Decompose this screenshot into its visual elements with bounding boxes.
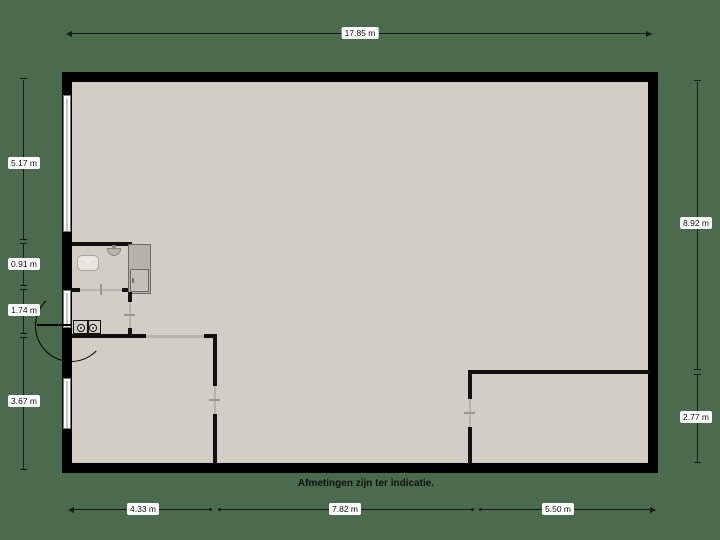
window-pane (66, 98, 68, 231)
dimension-label-left-3-67: 3.67 m (8, 395, 40, 407)
window-left-upper (63, 95, 71, 232)
outer-wall-top (62, 72, 658, 82)
bathroom-wall-bottom-right (122, 288, 132, 292)
lower-left-room-wall-right-upper (213, 334, 217, 386)
dimension-tick-bottom-3-left (479, 508, 482, 511)
dimension-tick-right-2-top (694, 374, 702, 376)
stove-burner (89, 324, 97, 332)
dimension-label-right-2-77: 2.77 m (680, 411, 712, 423)
doorway-corridor (146, 335, 204, 338)
outer-wall-bottom (62, 463, 658, 473)
lower-left-room-wall-top-right (204, 334, 217, 338)
bathroom-wall-top (72, 242, 132, 246)
dimension-label-bottom-4-33: 4.33 m (127, 503, 159, 515)
dimension-tick-right-1-bottom (694, 369, 702, 371)
hallway-wall-bottom (72, 334, 132, 338)
stove-divider (87, 321, 89, 335)
lower-right-room-wall-left-lower (468, 427, 472, 463)
dimension-tick-left-1-top (20, 78, 28, 80)
dimension-arrow-bottom-1-left (68, 506, 74, 513)
window-left-lower (63, 378, 71, 429)
dimension-tick-left-2-top (20, 243, 28, 245)
dimension-label-left-5-17: 5.17 m (8, 157, 40, 169)
dimension-label-bottom-7-82: 7.82 m (329, 503, 361, 515)
outer-wall-left (62, 72, 72, 473)
dimension-tick-right-1-top (694, 80, 702, 82)
dimension-label-top-width: 17.85 m (341, 27, 379, 39)
stove-burner (77, 324, 85, 332)
dimension-label-bottom-5-50: 5.50 m (542, 503, 574, 515)
bathtub (77, 255, 99, 271)
doorway-lower-left-tick (209, 399, 220, 401)
dimension-tick-left-3-bottom (20, 333, 28, 335)
entry-door-leaf (37, 324, 71, 326)
dimension-tick-left-4-top (20, 337, 28, 339)
dimension-tick-left-1-bottom (20, 239, 28, 241)
outer-wall-right (648, 72, 658, 473)
hallway-wall-right-lower (128, 328, 132, 337)
dimension-tick-left-3-top (20, 289, 28, 291)
doorway-lower-right-tick (464, 412, 475, 414)
dimension-arrow-top-right (646, 30, 652, 37)
dimension-tick-bottom-1-right (209, 508, 212, 511)
dimension-tick-left-2-bottom (20, 285, 28, 287)
lower-left-room-wall-top-left (132, 334, 146, 338)
doorway-bathroom-tick (100, 284, 102, 295)
floor-slab-main (68, 78, 652, 468)
window-pane (66, 381, 68, 428)
dimension-tick-right-2-bottom (694, 462, 702, 464)
dimension-label-right-8-92: 8.92 m (680, 217, 712, 229)
plan-note: Afmetingen zijn ter indicatie. (297, 478, 435, 489)
sink-tap (112, 245, 116, 248)
lower-left-room-wall-right-lower (213, 414, 217, 463)
hallway-wall-right-upper (128, 292, 132, 302)
lower-right-room-wall-top (468, 370, 650, 374)
lower-right-room-wall-left-upper (468, 370, 472, 399)
tall-cabinet-door (130, 269, 149, 292)
doorway-hallway-tick (124, 314, 135, 316)
dimension-tick-bottom-2-left (218, 508, 221, 511)
dimension-label-left-0-91: 0.91 m (8, 258, 40, 270)
dimension-arrow-bottom-3-right (650, 506, 656, 513)
stove (73, 320, 101, 335)
entry-door-swing-arc (35, 290, 107, 362)
bathroom-wall-bottom-left (72, 288, 80, 292)
dimension-tick-left-4-bottom (20, 469, 28, 471)
tall-cabinet-handle (132, 278, 134, 283)
dimension-arrow-top-left (66, 30, 72, 37)
dimension-label-left-1-74: 1.74 m (8, 304, 40, 316)
dimension-tick-bottom-2-right (471, 508, 474, 511)
